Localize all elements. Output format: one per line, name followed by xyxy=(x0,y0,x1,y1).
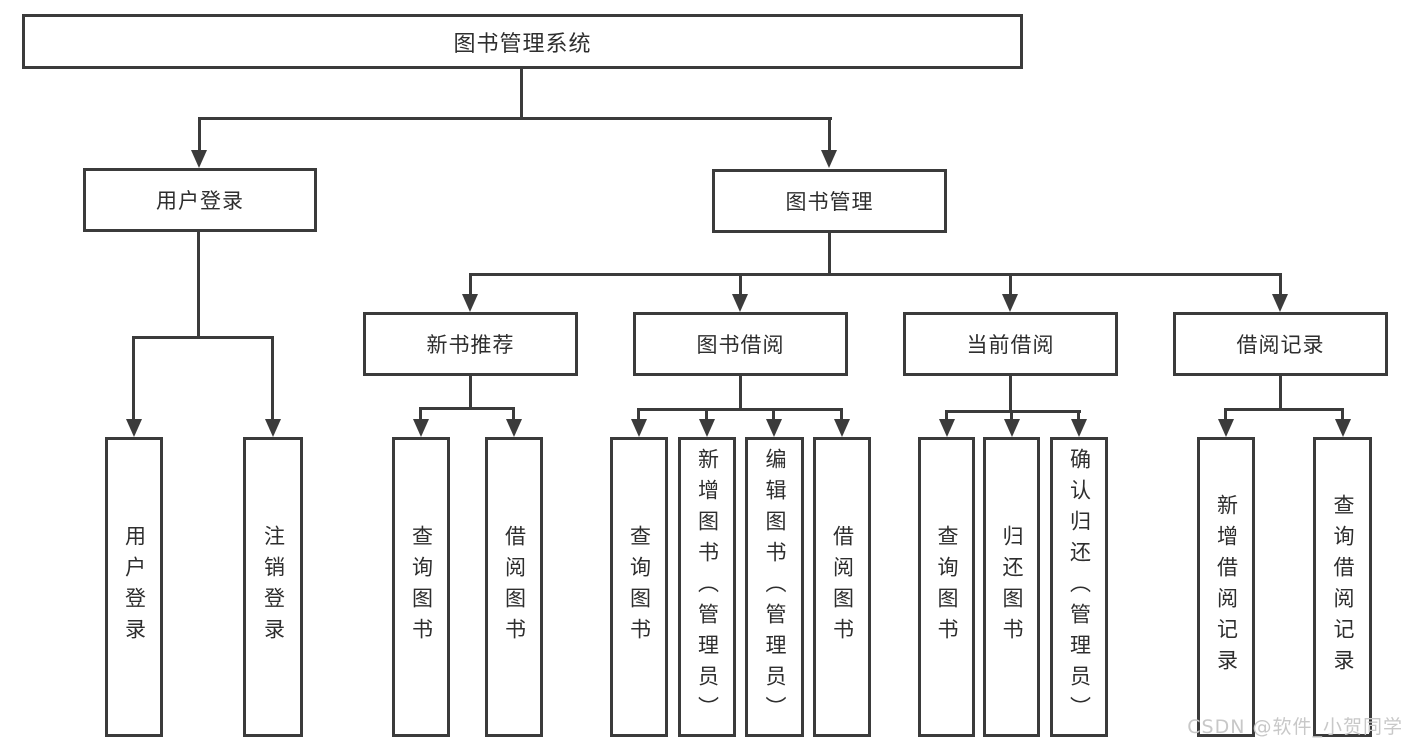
node-new-book-recommend-label: 新书推荐 xyxy=(426,333,515,357)
connector-line xyxy=(772,408,775,420)
leaf-current-query-books-label: 查询图书 xyxy=(935,525,960,649)
leaf-current-query-books: 查询图书 xyxy=(918,437,975,737)
connector-line xyxy=(198,117,201,152)
node-root: 图书管理系统 xyxy=(22,14,1023,69)
node-current-borrow-label: 当前借阅 xyxy=(966,333,1055,357)
connector-line xyxy=(1224,408,1344,411)
connector-line xyxy=(1009,376,1012,410)
node-user-login-label: 用户登录 xyxy=(156,189,244,213)
leaf-user-login-label: 用户登录 xyxy=(122,525,147,649)
arrowhead-down-icon xyxy=(1002,294,1018,312)
connector-line xyxy=(1341,408,1344,420)
node-user-login: 用户登录 xyxy=(83,168,317,232)
connector-line xyxy=(469,376,472,407)
connector-line xyxy=(739,376,742,408)
leaf-user-login: 用户登录 xyxy=(105,437,163,737)
connector-line xyxy=(132,336,135,420)
connector-line xyxy=(945,410,1081,413)
arrowhead-down-icon xyxy=(699,419,715,437)
leaf-borrow-edit-books-admin-label: 编辑图书（管理员） xyxy=(763,447,788,727)
connector-line xyxy=(1279,273,1282,295)
leaf-current-confirm-return-admin: 确认归还（管理员） xyxy=(1050,437,1108,737)
arrowhead-down-icon xyxy=(1335,419,1351,437)
node-current-borrow: 当前借阅 xyxy=(903,312,1118,376)
connector-line xyxy=(1279,376,1282,408)
connector-line xyxy=(840,408,843,420)
node-book-borrow: 图书借阅 xyxy=(633,312,848,376)
arrowhead-down-icon xyxy=(939,419,955,437)
arrowhead-down-icon xyxy=(732,294,748,312)
leaf-current-return-books: 归还图书 xyxy=(983,437,1040,737)
node-book-borrow-label: 图书借阅 xyxy=(696,333,785,357)
arrowhead-down-icon xyxy=(766,419,782,437)
connector-line xyxy=(469,273,1281,276)
leaf-records-add-record: 新增借阅记录 xyxy=(1197,437,1255,737)
connector-line xyxy=(739,273,742,295)
node-borrow-records-label: 借阅记录 xyxy=(1236,333,1325,357)
connector-line xyxy=(945,410,948,420)
arrowhead-down-icon xyxy=(1004,419,1020,437)
connector-line xyxy=(1077,410,1080,420)
connector-line xyxy=(1009,273,1012,295)
connector-line xyxy=(1224,408,1227,420)
arrowhead-down-icon xyxy=(1272,294,1288,312)
leaf-records-query-record-label: 查询借阅记录 xyxy=(1331,494,1356,680)
arrowhead-down-icon xyxy=(462,294,478,312)
arrowhead-down-icon xyxy=(821,150,837,168)
connector-line xyxy=(419,407,515,410)
leaf-borrow-query-books-label: 查询图书 xyxy=(627,525,652,649)
connector-line xyxy=(1010,410,1013,420)
node-book-management-label: 图书管理 xyxy=(785,190,874,214)
connector-line xyxy=(828,117,831,152)
leaf-current-confirm-return-admin-label: 确认归还（管理员） xyxy=(1067,447,1092,727)
leaf-borrow-add-books-admin-label: 新增图书（管理员） xyxy=(695,447,720,727)
connector-line xyxy=(520,69,523,117)
connector-line xyxy=(637,408,640,420)
connector-line xyxy=(132,336,274,339)
leaf-records-add-record-label: 新增借阅记录 xyxy=(1214,494,1239,680)
leaf-recommend-query-books-label: 查询图书 xyxy=(409,525,434,649)
arrowhead-down-icon xyxy=(1071,419,1087,437)
connector-line xyxy=(637,408,843,411)
arrowhead-down-icon xyxy=(126,419,142,437)
node-root-label: 图书管理系统 xyxy=(453,31,592,57)
connector-line xyxy=(469,273,472,295)
leaf-borrow-add-books-admin: 新增图书（管理员） xyxy=(678,437,736,737)
arrowhead-down-icon xyxy=(1218,419,1234,437)
leaf-borrow-query-books: 查询图书 xyxy=(610,437,668,737)
watermark: CSDN @软件_小贺同学 xyxy=(1187,716,1403,738)
arrowhead-down-icon xyxy=(834,419,850,437)
arrowhead-down-icon xyxy=(265,419,281,437)
connector-line xyxy=(705,408,708,420)
leaf-logout-label: 注销登录 xyxy=(261,525,286,649)
leaf-borrow-borrow-books: 借阅图书 xyxy=(813,437,871,737)
leaf-recommend-borrow-books: 借阅图书 xyxy=(485,437,543,737)
connector-line xyxy=(828,233,831,273)
connector-line xyxy=(419,407,422,420)
node-new-book-recommend: 新书推荐 xyxy=(363,312,578,376)
connector-line xyxy=(197,232,200,336)
connector-line xyxy=(512,407,515,420)
arrowhead-down-icon xyxy=(506,419,522,437)
leaf-borrow-edit-books-admin: 编辑图书（管理员） xyxy=(745,437,804,737)
connector-line xyxy=(198,117,832,120)
arrowhead-down-icon xyxy=(631,419,647,437)
leaf-recommend-borrow-books-label: 借阅图书 xyxy=(502,525,527,649)
leaf-current-return-books-label: 归还图书 xyxy=(1000,525,1025,649)
leaf-borrow-borrow-books-label: 借阅图书 xyxy=(830,525,855,649)
node-book-management: 图书管理 xyxy=(712,169,947,233)
node-borrow-records: 借阅记录 xyxy=(1173,312,1388,376)
leaf-logout: 注销登录 xyxy=(243,437,303,737)
connector-line xyxy=(271,336,274,420)
leaf-recommend-query-books: 查询图书 xyxy=(392,437,450,737)
leaf-records-query-record: 查询借阅记录 xyxy=(1313,437,1372,737)
arrowhead-down-icon xyxy=(191,150,207,168)
arrowhead-down-icon xyxy=(413,419,429,437)
